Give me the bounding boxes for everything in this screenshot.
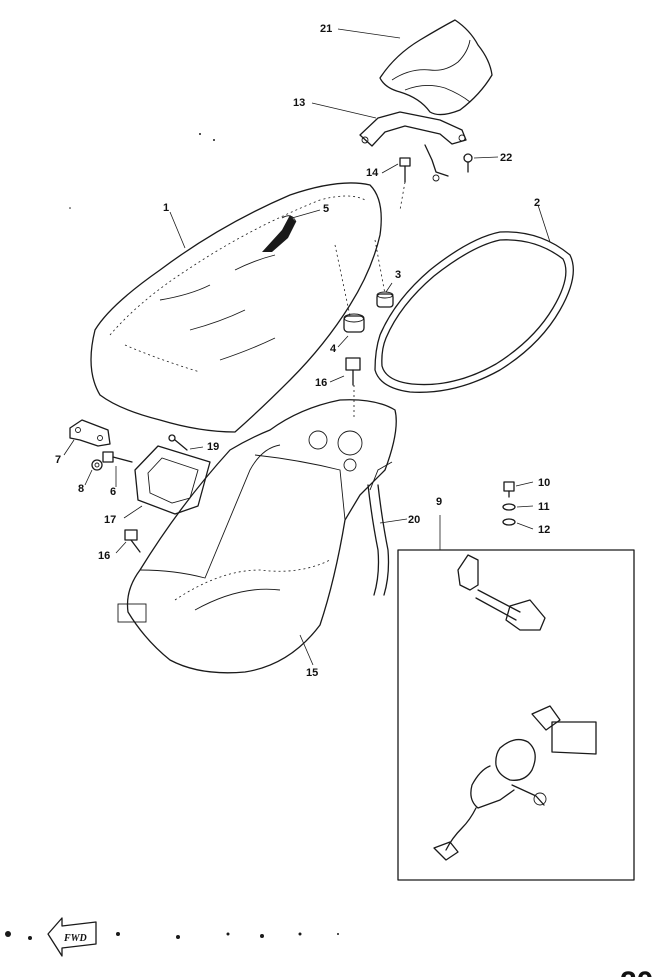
part-14-bolt (399, 157, 411, 183)
part-7-bracket (69, 419, 111, 447)
part-4-damper (343, 313, 365, 333)
part-22-screw (463, 153, 473, 173)
scan-specks (5, 133, 339, 940)
part-21-backrest (379, 19, 493, 116)
callout-8: 8 (78, 483, 84, 495)
part-16-bolt-lower (124, 529, 141, 553)
part-3-damper (376, 291, 394, 308)
part-5-emblem (262, 215, 297, 252)
part-19-screw (168, 434, 188, 451)
callout-13: 13 (293, 97, 305, 109)
part-16-bolt-upper (345, 357, 361, 386)
callout-labels: 21 13 14 22 1 5 2 3 4 16 19 7 8 6 17 16 … (55, 23, 550, 679)
page-number: 20 (620, 966, 653, 977)
callout-6: 6 (110, 486, 116, 498)
fwd-label: FWD (63, 933, 87, 944)
callout-11: 11 (538, 501, 550, 513)
part-1-seat (90, 182, 382, 433)
part-6-bolt (102, 451, 133, 463)
callout-16-lower: 16 (98, 550, 110, 562)
callout-15: 15 (306, 667, 318, 679)
part-13-bracket (359, 111, 467, 182)
callout-1: 1 (163, 202, 169, 214)
callout-2: 2 (534, 197, 540, 209)
part-12-washer (502, 518, 516, 526)
part-20-hose (367, 484, 390, 596)
callout-19: 19 (207, 441, 219, 453)
part-15-storage-box (117, 399, 397, 674)
callout-17: 17 (104, 514, 116, 526)
part-2-seal (374, 231, 574, 393)
callout-16-upper: 16 (315, 377, 327, 389)
callout-21: 21 (320, 23, 332, 35)
callout-5: 5 (323, 203, 329, 215)
callout-3: 3 (395, 269, 401, 281)
part-11-washer (502, 503, 516, 511)
leader-lines (63, 28, 551, 666)
callout-20: 20 (408, 514, 420, 526)
callout-7: 7 (55, 454, 61, 466)
callout-12: 12 (538, 524, 550, 536)
part-9-lock-assembly-box (397, 515, 635, 881)
callout-4: 4 (330, 343, 337, 355)
part-8-nut (91, 459, 103, 471)
callout-9: 9 (436, 496, 442, 508)
callout-14: 14 (366, 167, 379, 179)
part-17-lid (134, 445, 211, 515)
part-10-bolt (503, 481, 515, 498)
callout-10: 10 (538, 477, 550, 489)
fwd-arrow-icon: FWD (47, 917, 97, 957)
callout-22: 22 (500, 152, 512, 164)
